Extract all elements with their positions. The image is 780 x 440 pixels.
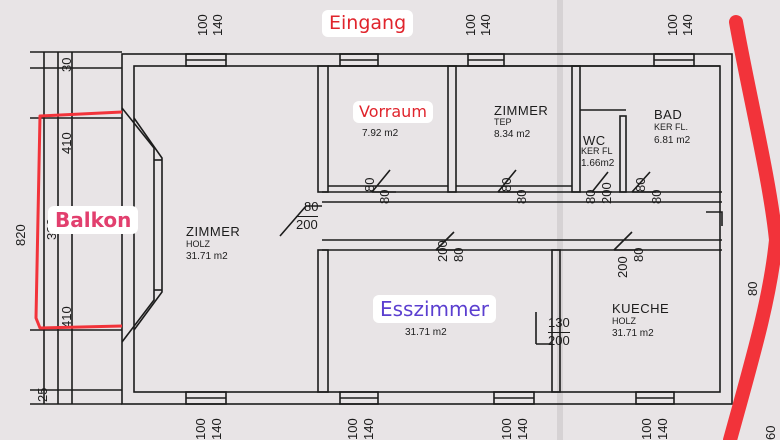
dim-ess-kueche-200: 200 — [548, 332, 570, 348]
kueche-material: HOLZ — [612, 316, 637, 326]
kueche-area: 31.71 m2 — [612, 328, 654, 339]
zimmer-left-area: 31.71 m2 — [186, 251, 228, 262]
dim-corridor-80: 80 — [304, 199, 319, 214]
wc-material: KER FL — [581, 146, 613, 156]
kueche-name: KUECHE — [612, 301, 670, 316]
dim-ess-kueche-130: 130 — [548, 315, 570, 330]
dim-corridor-200: 200 — [296, 216, 318, 232]
bad-material: KER FL. — [654, 122, 689, 132]
zimmer-mid-area: 8.34 m2 — [494, 129, 531, 140]
zimmer-left-name: ZIMMER — [186, 224, 241, 239]
esszimmer-area: 31.71 m2 — [405, 327, 447, 338]
label-balkon: Balkon — [48, 206, 139, 234]
zimmer-mid-material: TEP — [494, 117, 512, 127]
wc-name: WC — [583, 133, 606, 148]
label-esszimmer: Esszimmer — [373, 295, 497, 323]
zimmer-mid-name: ZIMMER — [494, 103, 549, 118]
zimmer-left-material: HOLZ — [186, 239, 211, 249]
wc-area: 1.66m2 — [581, 158, 615, 169]
vorraum-area: 7.92 m2 — [362, 128, 399, 139]
label-eingang: Eingang — [322, 10, 414, 37]
bad-name: BAD — [654, 107, 683, 122]
bad-area: 6.81 m2 — [654, 135, 691, 146]
label-vorraum: Vorraum — [353, 101, 433, 123]
